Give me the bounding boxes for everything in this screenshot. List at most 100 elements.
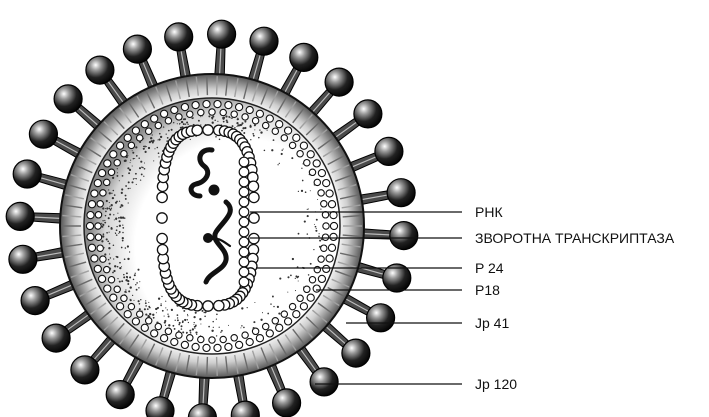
capsid-bead (157, 233, 167, 243)
matrix-bead (309, 169, 315, 175)
matrix-bead (276, 324, 283, 331)
capsid-bead (239, 187, 249, 197)
matrix-bead (99, 275, 106, 282)
matrix-bead (151, 330, 158, 337)
matrix-bead (307, 151, 314, 158)
matrix-bead (176, 332, 182, 338)
matrix-bead (330, 233, 337, 240)
capsid-bead (239, 157, 249, 167)
matrix-bead (88, 201, 95, 208)
capsid-bead (249, 233, 259, 243)
matrix-bead (307, 294, 314, 301)
matrix-bead (272, 128, 278, 134)
matrix-bead (155, 122, 161, 128)
capsid-bead (239, 197, 249, 207)
capsid-bead (239, 227, 249, 237)
matrix-bead (117, 142, 124, 149)
matrix-bead (242, 332, 248, 338)
matrix-bead (124, 134, 131, 141)
matrix-bead (263, 122, 269, 128)
matrix-bead (209, 337, 215, 343)
matrix-bead (176, 114, 182, 120)
label-p24: P 24 (475, 260, 504, 276)
matrix-bead (104, 266, 110, 272)
matrix-bead (100, 190, 106, 196)
matrix-bead (161, 335, 168, 342)
matrix-bead (108, 277, 114, 283)
matrix-bead (121, 295, 127, 301)
matrix-bead (225, 343, 232, 350)
matrix-bead (318, 275, 325, 282)
matrix-bead (293, 311, 300, 318)
matrix-bead (137, 135, 143, 141)
viral-envelope-inner (84, 98, 340, 354)
capsid-bead (192, 125, 202, 135)
matrix-bead (321, 201, 327, 207)
matrix-bead (246, 338, 253, 345)
matrix-bead (181, 104, 188, 111)
matrix-bead (171, 338, 178, 345)
matrix-bead (326, 255, 333, 262)
capsid-bead (239, 257, 249, 267)
matrix-bead (314, 266, 320, 272)
matrix-bead (285, 127, 292, 134)
matrix-bead (87, 233, 94, 240)
matrix-bead (293, 134, 300, 141)
matrix-bead (236, 104, 243, 111)
matrix-bead (104, 179, 110, 185)
matrix-bead (313, 160, 320, 167)
matrix-bead (192, 343, 199, 350)
matrix-bead (88, 244, 95, 251)
matrix-bead (94, 265, 101, 272)
matrix-bead (141, 121, 148, 128)
matrix-bead (220, 336, 226, 342)
capsid-bead (239, 237, 249, 247)
matrix-bead (220, 109, 226, 115)
matrix-bead (297, 295, 303, 301)
matrix-bead (192, 102, 199, 109)
matrix-bead (326, 190, 333, 197)
matrix-bead (276, 121, 283, 128)
matrix-bead (256, 110, 263, 117)
capsid-bead (157, 245, 167, 255)
matrix-bead (266, 115, 273, 122)
matrix-bead (318, 190, 324, 196)
label-gp41: Jp 41 (475, 315, 509, 331)
label-group: РНК ЗВОРОТНА ТРАНСКРИПТАЗА P 24 P18 Jp 4… (475, 204, 675, 392)
capsid-bead (239, 167, 249, 177)
matrix-bead (318, 256, 324, 262)
capsid-bead (157, 213, 167, 223)
capsid-bead (157, 192, 167, 202)
reverse-transcriptase-dot (209, 185, 220, 196)
matrix-bead (281, 135, 287, 141)
matrix-bead (151, 115, 158, 122)
capsid-bead (239, 267, 249, 277)
matrix-bead (187, 111, 193, 117)
matrix-bead (285, 318, 292, 325)
matrix-bead (266, 330, 273, 337)
matrix-bead (91, 255, 98, 262)
matrix-bead (313, 285, 320, 292)
matrix-bead (165, 118, 171, 124)
matrix-bead (146, 318, 152, 324)
label-gp120: Jp 120 (475, 376, 517, 392)
matrix-bead (87, 212, 94, 219)
matrix-bead (141, 324, 148, 331)
matrix-bead (272, 318, 278, 324)
matrix-bead (300, 142, 307, 149)
capsid-bead (214, 301, 224, 311)
matrix-bead (323, 223, 329, 229)
matrix-bead (91, 190, 98, 197)
capsid-bead (239, 177, 249, 187)
matrix-bead (110, 294, 117, 301)
matrix-bead (323, 265, 330, 272)
label-p18: P18 (475, 282, 500, 298)
matrix-bead (95, 234, 101, 240)
matrix-bead (104, 285, 111, 292)
matrix-bead (281, 311, 287, 317)
matrix-bead (328, 244, 335, 251)
matrix-bead (117, 303, 124, 310)
matrix-bead (124, 311, 131, 318)
matrix-bead (289, 303, 295, 309)
